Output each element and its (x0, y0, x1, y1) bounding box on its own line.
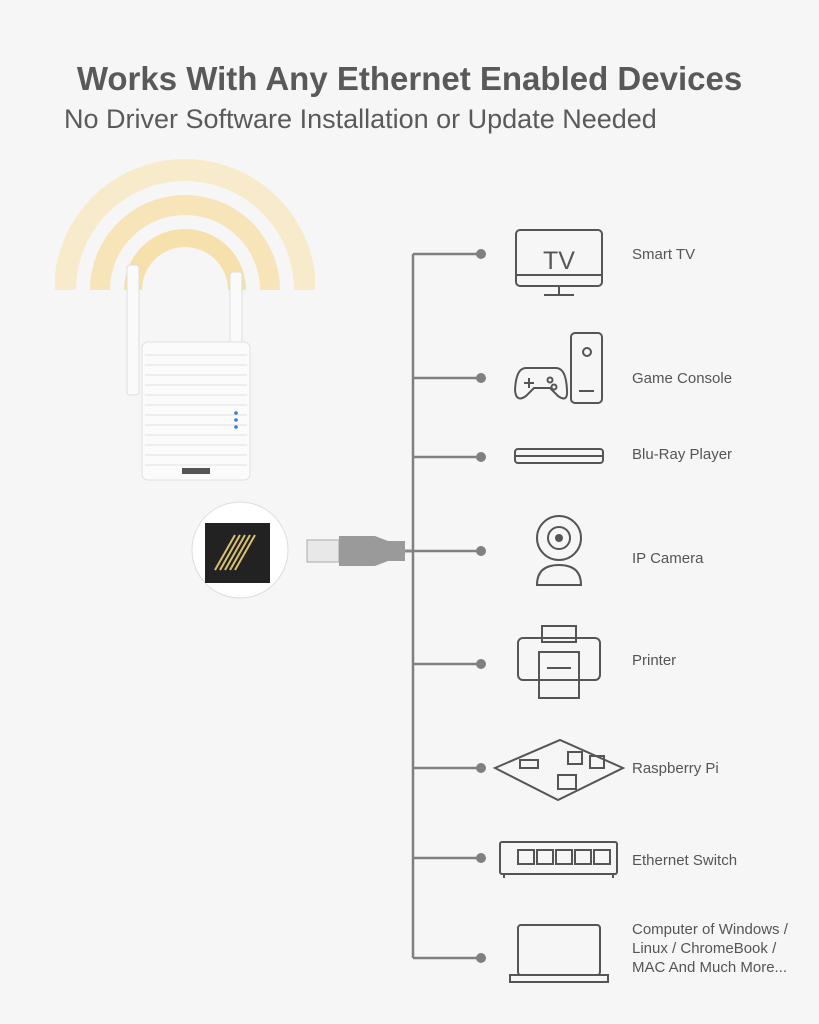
device-label-ip-camera: IP Camera (632, 550, 704, 567)
device-label-printer: Printer (632, 652, 677, 669)
blu-ray-player-icon (514, 448, 604, 464)
game-console-icon (513, 332, 603, 404)
page-subtitle: No Driver Software Installation or Updat… (64, 104, 657, 134)
device-icons: TV (492, 229, 626, 983)
device-label-ethernet-switch: Ethernet Switch (632, 852, 738, 869)
printer-icon (517, 625, 601, 699)
ethernet-cable-icon (306, 536, 413, 566)
device-label-game-console: Game Console (632, 370, 733, 387)
device-label-line: Computer of Windows / (632, 921, 788, 938)
tv-icon: TV (515, 229, 603, 296)
device-label-smart-tv: Smart TV (632, 246, 696, 263)
page-title: Works With Any Ethernet Enabled Devices (76, 60, 743, 97)
device-label-raspberry-pi: Raspberry Pi (632, 760, 719, 777)
device-label-line: MAC And Much More... (632, 959, 788, 976)
svg-text:TV: TV (543, 247, 575, 275)
raspberry-pi-icon (492, 738, 626, 802)
extender-device-icon (126, 264, 251, 481)
ethernet-port-closeup-icon (191, 501, 289, 599)
ip-camera-icon (535, 515, 583, 586)
wifi-extender-illustration (55, 159, 315, 599)
laptop-icon (509, 924, 609, 983)
device-label-computer: Computer of Windows / Linux / ChromeBook… (632, 920, 788, 977)
device-label-line: Linux / ChromeBook / (632, 940, 777, 957)
ethernet-switch-icon (499, 841, 618, 878)
device-label-blu-ray-player: Blu-Ray Player (632, 446, 733, 463)
